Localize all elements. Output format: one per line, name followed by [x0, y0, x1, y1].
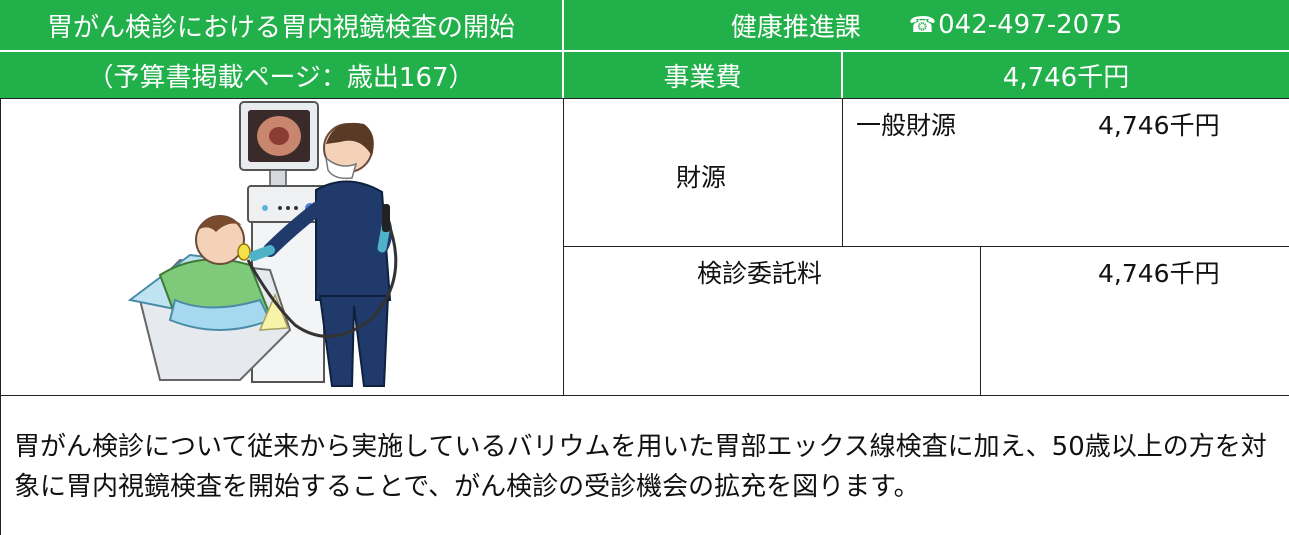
business-cost-value-cell: 4,746千円 — [843, 52, 1289, 98]
expense-label: 検診委託料 — [697, 259, 823, 288]
expense-column-divider — [980, 246, 981, 395]
telephone-icon: ☎ — [908, 12, 937, 38]
funding-label: 財源 — [676, 163, 727, 192]
title-line1-cell: 胃がん検診における胃内視鏡検査の開始 — [0, 0, 562, 50]
phone-number: 042-497-2075 — [938, 10, 1123, 40]
row-divider-top — [0, 98, 1289, 99]
business-cost-label: 事業費 — [663, 62, 742, 93]
description-text: 胃がん検診について従来から実施しているバリウムを用いた胃部エックス線検査に加え、… — [14, 432, 1267, 502]
expense-value: 4,746千円 — [1098, 259, 1220, 288]
general-funding-label: 一般財源 — [856, 111, 957, 140]
funding-column-divider — [842, 98, 843, 246]
department-cell: 健康推進課 ☎ 042-497-2075 — [564, 0, 1289, 50]
left-border — [0, 98, 1, 535]
description-row-divider — [0, 395, 1289, 396]
title-line2-cell: （予算書掲載ページ：歳出167） — [0, 52, 562, 98]
title-line2: （予算書掲載ページ：歳出167） — [87, 62, 475, 93]
endoscopy-illustration — [127, 101, 398, 387]
title-line1: 胃がん検診における胃内視鏡検査の開始 — [46, 12, 515, 43]
funding-row-divider — [563, 246, 1289, 247]
business-cost-value: 4,746千円 — [1002, 62, 1130, 93]
business-cost-label-cell: 事業費 — [564, 52, 841, 98]
department-name: 健康推進課 — [730, 12, 861, 43]
general-funding-value: 4,746千円 — [1098, 111, 1220, 140]
